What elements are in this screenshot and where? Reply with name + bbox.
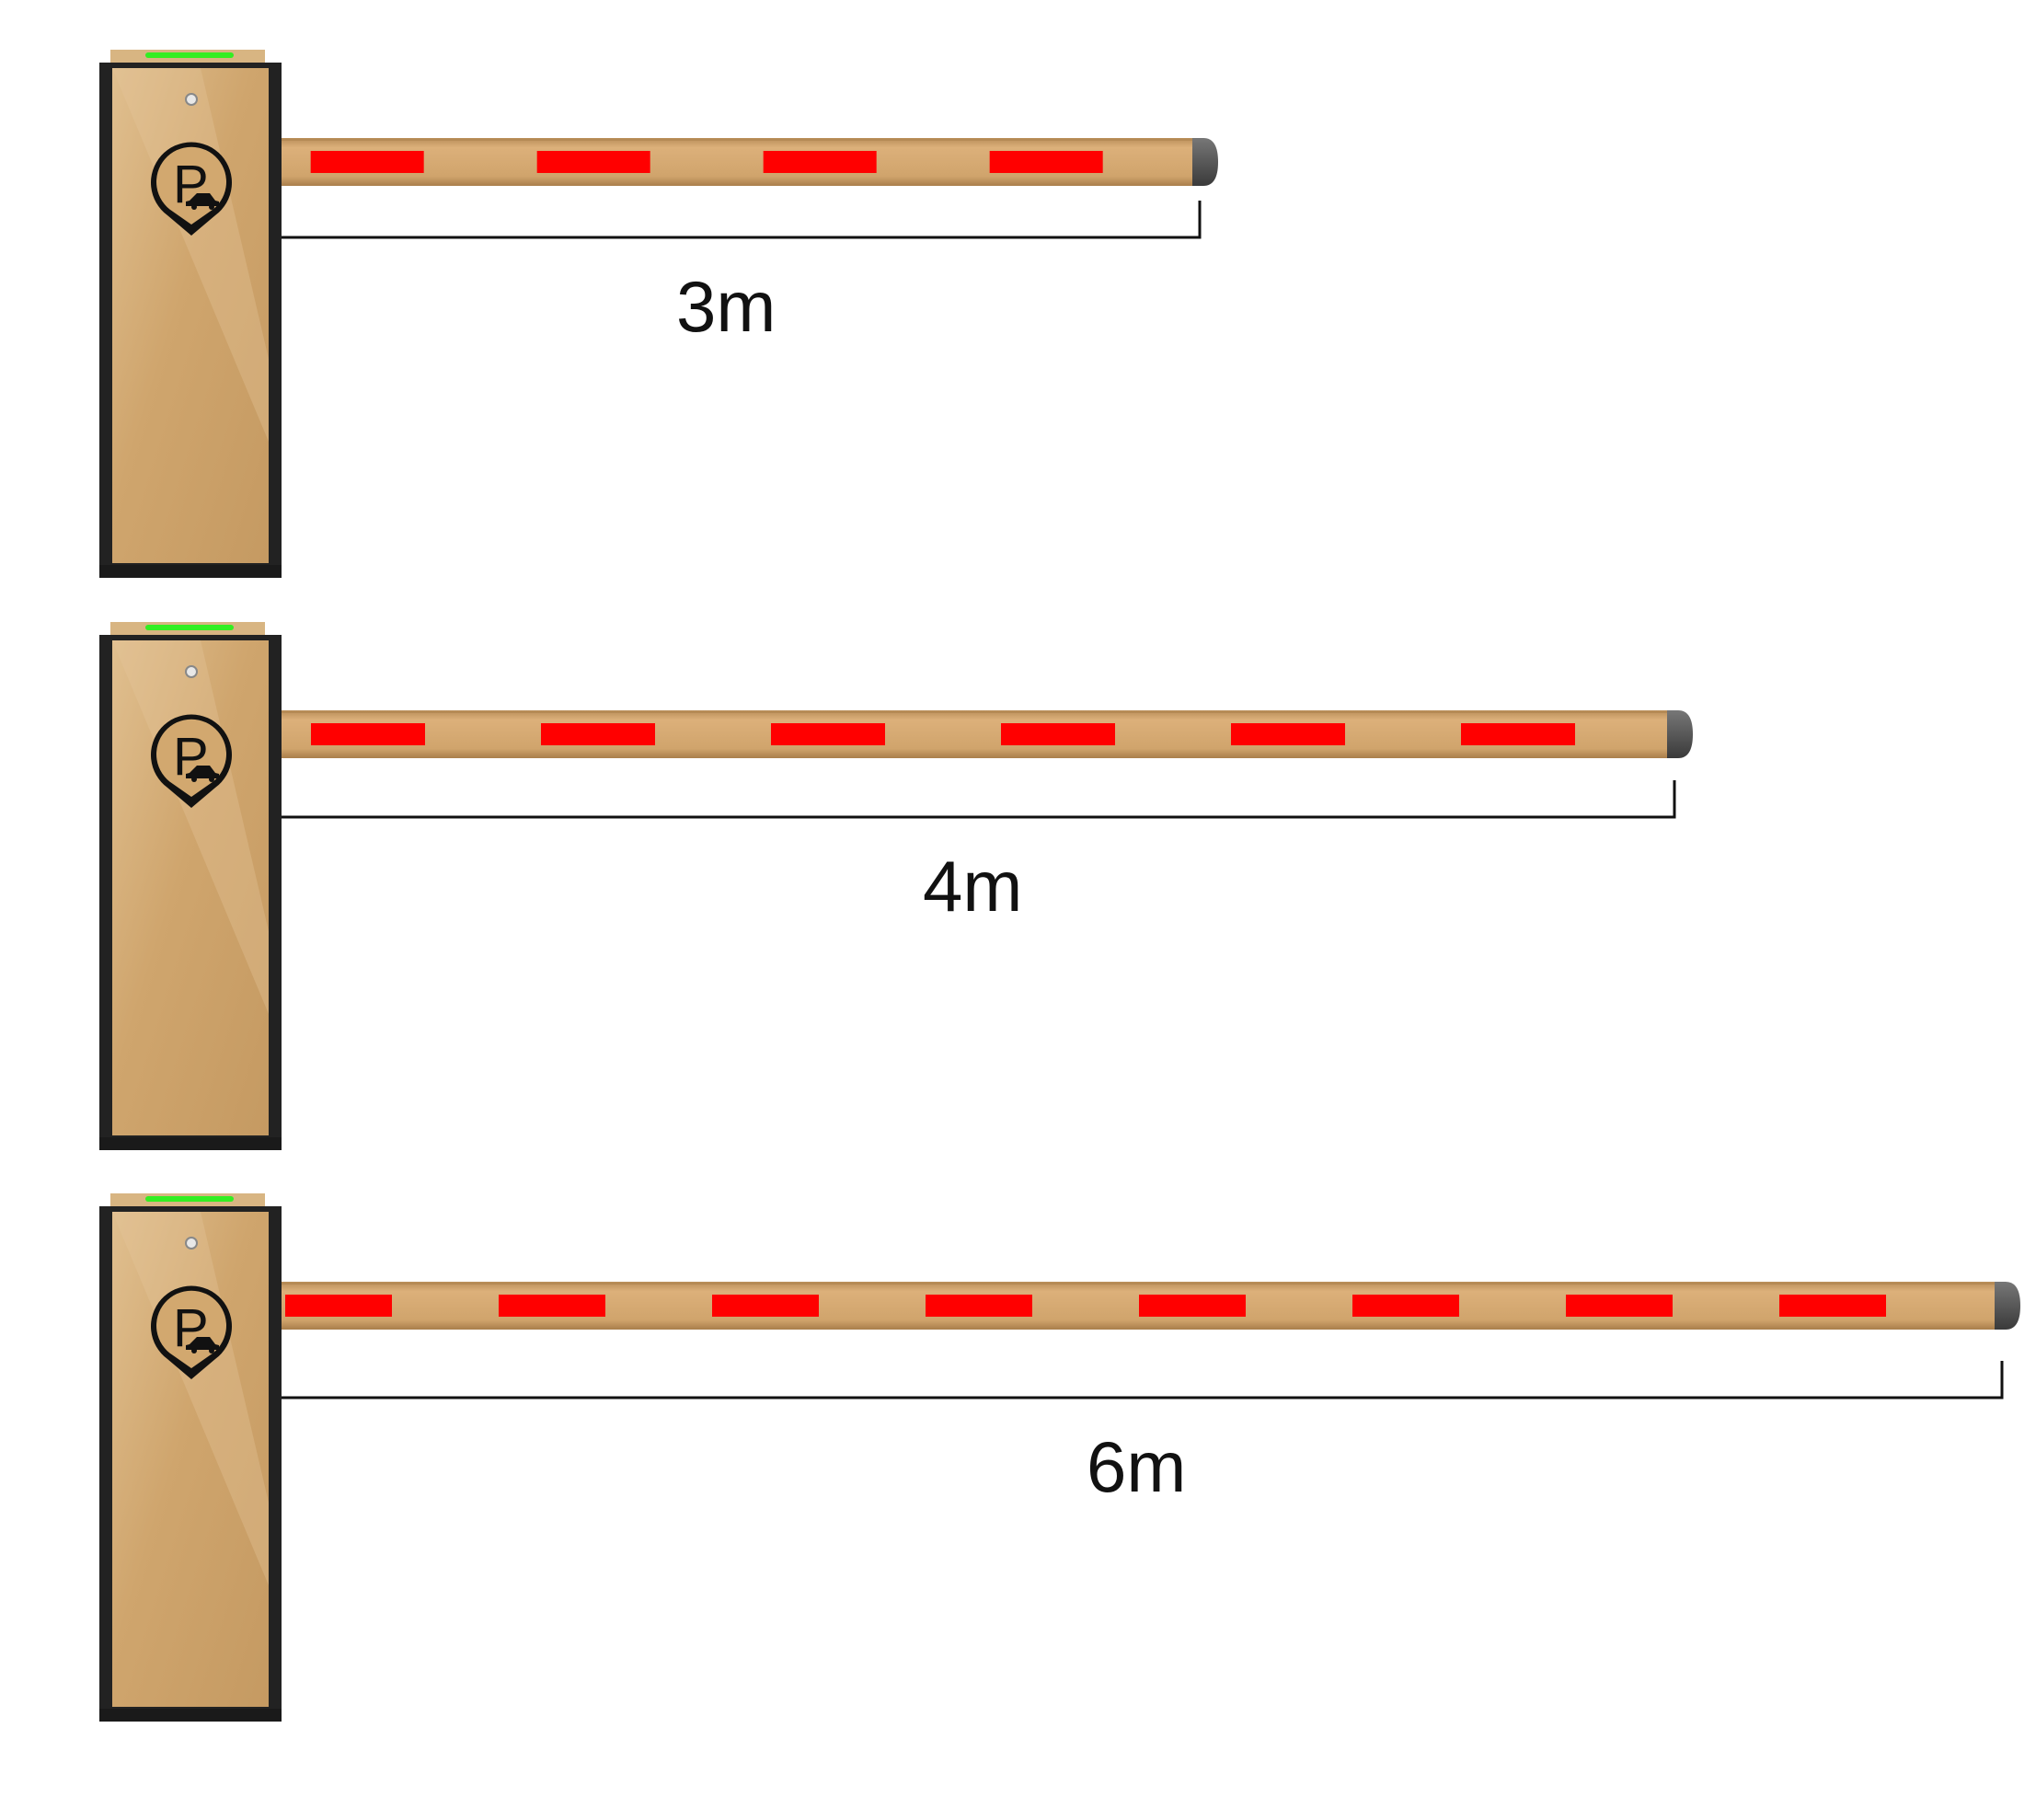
arm-stripe [926,1295,1032,1317]
parking-pin-icon: P [151,142,233,236]
car-body [186,1337,219,1350]
arm-end-cap [1192,138,1218,186]
housing-base [99,565,282,578]
arm-stripe [285,1295,392,1317]
arm-stripe [1352,1295,1459,1317]
housing-sheen [112,68,269,442]
barrier-2: P 4m [99,622,1693,1150]
arm-end-cap [1995,1282,2020,1330]
car-wheel [191,1348,197,1353]
car-body [186,766,219,778]
car-wheel [191,777,197,782]
dimension-line [282,780,1676,819]
dimension-line [282,201,1202,239]
housing-base [99,1137,282,1150]
arm-stripe [989,151,1103,173]
arm-stripe [311,723,425,745]
car-icon [186,766,219,782]
arm-stripe [499,1295,605,1317]
indicator-light [145,1196,234,1202]
arm-stripe [541,723,655,745]
arm-stripe [712,1295,819,1317]
barrier-1: P 3m [99,50,1218,578]
car-wheel [209,204,214,210]
bolt-icon [185,665,198,678]
length-label: 3m [676,266,776,347]
housing-sheen [112,640,269,1014]
arm-stripe [536,151,650,173]
housing-base [99,1709,282,1722]
car-icon [186,193,219,210]
length-label: 6m [1087,1426,1186,1507]
car-wheel [209,777,214,782]
bolt-icon [185,93,198,106]
arm-stripe [1001,723,1115,745]
car-icon [186,1337,219,1353]
car-body [186,193,219,206]
car-wheel [191,204,197,210]
arm-stripe [763,151,877,173]
bolt-icon [185,1237,198,1250]
arm-end-cap [1667,710,1693,758]
arm-stripe [771,723,885,745]
indicator-light [145,52,234,58]
arm-stripe [1461,723,1575,745]
arm-stripe [1566,1295,1673,1317]
parking-pin-icon: P [151,714,233,808]
arm-stripe [1139,1295,1246,1317]
barrier-arm [282,710,1671,758]
dimension-line [282,1361,2004,1400]
length-label: 4m [923,846,1022,927]
arm-stripe [1231,723,1345,745]
arm-stripe [310,151,424,173]
barrier-3: P 6m [99,1193,2020,1722]
arm-stripe [1779,1295,1886,1317]
indicator-light [145,625,234,630]
parking-pin-icon: P [150,1285,233,1379]
car-wheel [209,1348,214,1353]
housing-sheen [112,1212,269,1585]
